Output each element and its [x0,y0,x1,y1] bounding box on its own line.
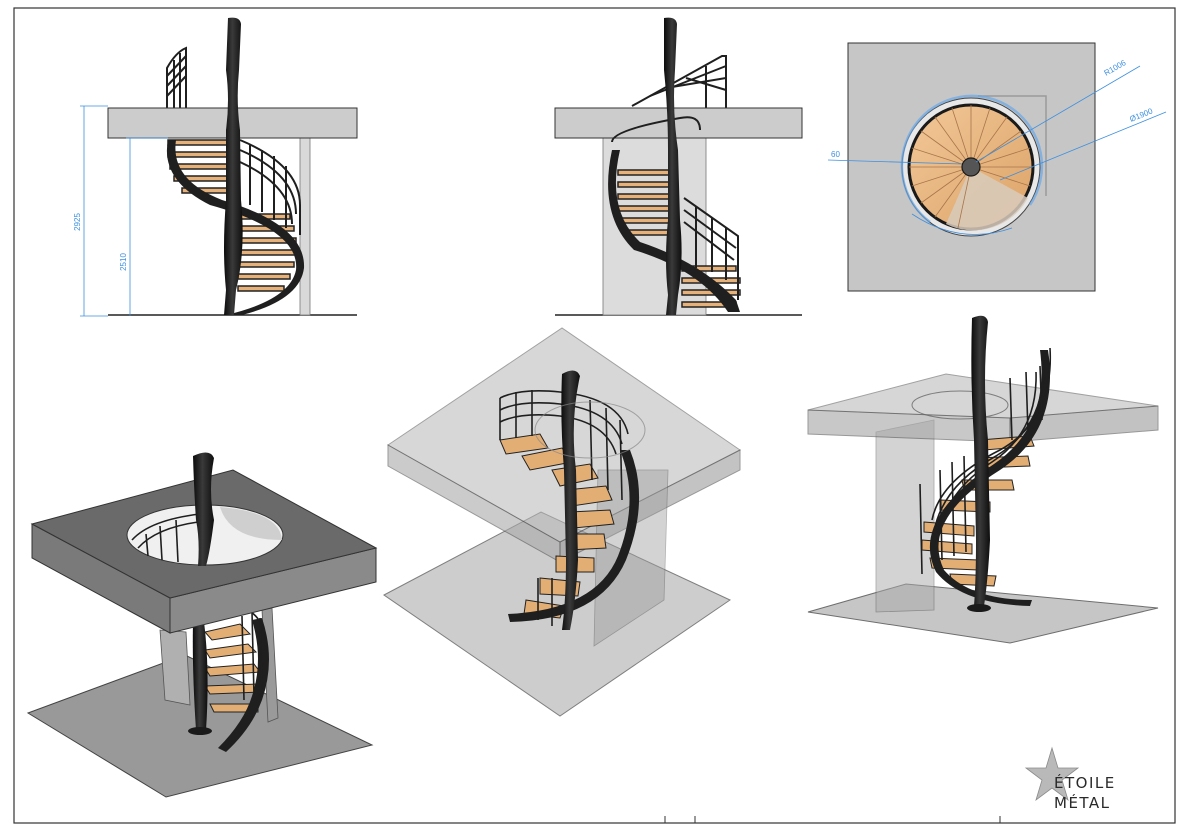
wall-panel [299,137,311,316]
dimension-offset: 60 [831,150,840,159]
upper-central-post [193,452,214,566]
dimension-overall-height: 2925 [73,213,82,231]
lower-central-post [192,622,208,730]
perspective-opening [911,390,1009,420]
plan-central-post [961,157,981,177]
dimension-radius: R1006 [1103,58,1128,78]
star-icon [1024,746,1080,802]
perspective-post-base [967,604,991,612]
floor-slab [554,107,803,139]
perspective-central-post [971,315,990,606]
transparent-central-post [561,370,580,630]
plan-view: R1006 Ø1900 60 [827,42,1167,292]
plan-starting-treads [946,167,1028,231]
post-base-plate [188,727,212,735]
drawing-border [13,7,1176,824]
plan-landing-outline [978,95,1047,196]
logo-line-1: ÉTOILE [1054,773,1116,792]
opening-inner-wall [220,507,282,540]
side-elevation-view [554,17,803,316]
isometric-view-transparent [383,327,741,717]
transparent-opening [534,401,646,459]
transparent-handrail [499,390,629,626]
opening-handrail [131,513,201,563]
height-dimension-lines [80,105,168,317]
support-wall [159,629,191,706]
central-post [224,17,243,315]
perspective-view-transparent [807,315,1159,644]
central-post [664,17,682,315]
logo-line-2: MÉTAL [1054,793,1111,812]
front-handrail [239,139,301,235]
front-handrail [611,116,739,300]
front-elevation-view: 2925 2510 [73,17,358,317]
upper-handrail [166,46,187,108]
dimension-floor-height: 2510 [119,253,128,271]
plan-dimension-lines [827,65,1167,235]
upper-handrail [631,55,727,108]
helical-stringer [166,140,305,315]
dimension-diameter: Ø1900 [1128,106,1154,124]
helical-stringer [608,150,740,312]
perspective-handrail [919,347,1052,575]
transparent-stringer [508,450,640,622]
plan-handrail-arc [900,94,1044,223]
support-wall-perspective [875,419,935,613]
etoile-metal-logo: ÉTOILE MÉTAL [1024,746,1116,812]
isometric-view-solid [26,452,378,798]
